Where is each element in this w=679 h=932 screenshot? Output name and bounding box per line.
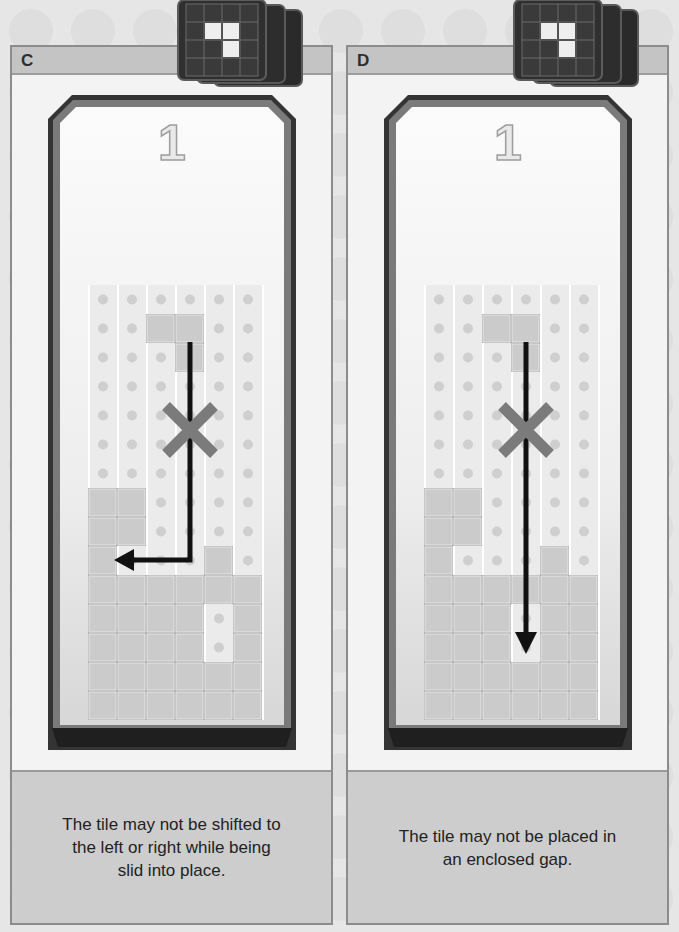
forbidden-cross (166, 406, 214, 454)
caption-text: The tile may not be placed in an enclose… (348, 772, 667, 923)
panel-c-art (88, 0, 302, 720)
game-board: 1 (48, 95, 296, 750)
board-grid (88, 285, 264, 720)
board-base (52, 728, 292, 747)
frame-outer (384, 95, 632, 750)
caption-text: The tile may not be shifted to the left … (12, 772, 331, 923)
board-screen (396, 107, 620, 725)
game-board: 1 (384, 95, 632, 750)
tile-cards (178, 0, 302, 86)
frame-bevel (53, 100, 291, 730)
rule-panel: C 1The tile may not be shifted to the lef… (10, 45, 333, 925)
board-grid (424, 285, 600, 720)
board-number: 1 (48, 115, 296, 171)
move-arrow (132, 342, 190, 560)
move-arrow (524, 342, 529, 634)
arrow-head (114, 549, 134, 571)
rule-caption: The tile may not be placed in an enclose… (348, 770, 667, 923)
tile-cards (514, 0, 638, 86)
panel-letter: D (348, 47, 667, 75)
arrow-head (515, 632, 537, 654)
forbidden-cross (502, 406, 550, 454)
board-screen (60, 107, 284, 725)
board-base (388, 728, 628, 747)
rule-panel: D 1The tile may not be placed in an enclo… (346, 45, 669, 925)
frame-outer (48, 95, 296, 750)
enclosed-gap (204, 604, 233, 662)
frame-bevel (389, 100, 627, 730)
board-number: 1 (384, 115, 632, 171)
panel-letter: C (12, 47, 331, 75)
panel-d-art (424, 0, 638, 720)
enclosed-gap (511, 604, 540, 662)
board-frame (48, 95, 296, 750)
rule-caption: The tile may not be shifted to the left … (12, 770, 331, 923)
board-frame (384, 95, 632, 750)
